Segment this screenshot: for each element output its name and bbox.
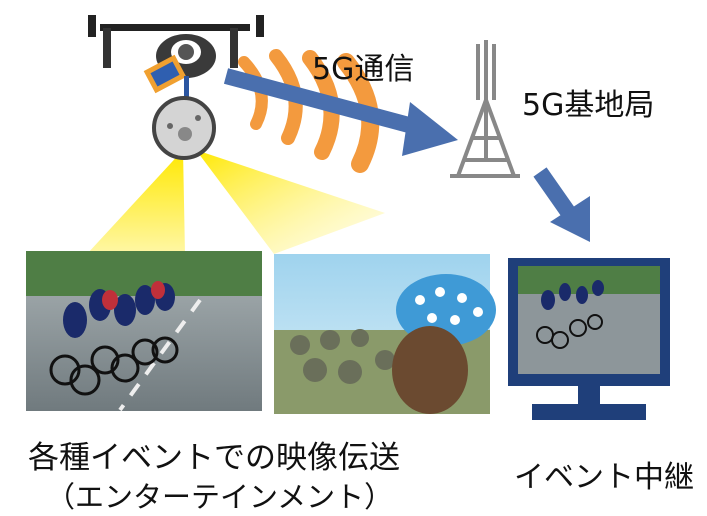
base-station-label: 5G基地局 (522, 88, 655, 123)
crowd-event-photo (274, 254, 496, 414)
link-label: 5G通信 (312, 52, 415, 87)
live-broadcast-label: イベント中継 (514, 460, 694, 495)
monitor-icon (508, 258, 670, 420)
camera-beam-left (87, 150, 185, 254)
antenna-tower-icon (450, 40, 520, 178)
events-title: 各種イベントでの映像伝送 (28, 440, 400, 476)
cycling-race-photo (26, 251, 262, 412)
camera-beam-right (196, 150, 385, 254)
camera-icon (152, 96, 216, 160)
events-subtitle: （エンターテインメント） (46, 480, 394, 514)
uplink-arrow (223, 68, 458, 156)
drone-icon (88, 15, 264, 100)
downlink-arrow (533, 167, 590, 242)
